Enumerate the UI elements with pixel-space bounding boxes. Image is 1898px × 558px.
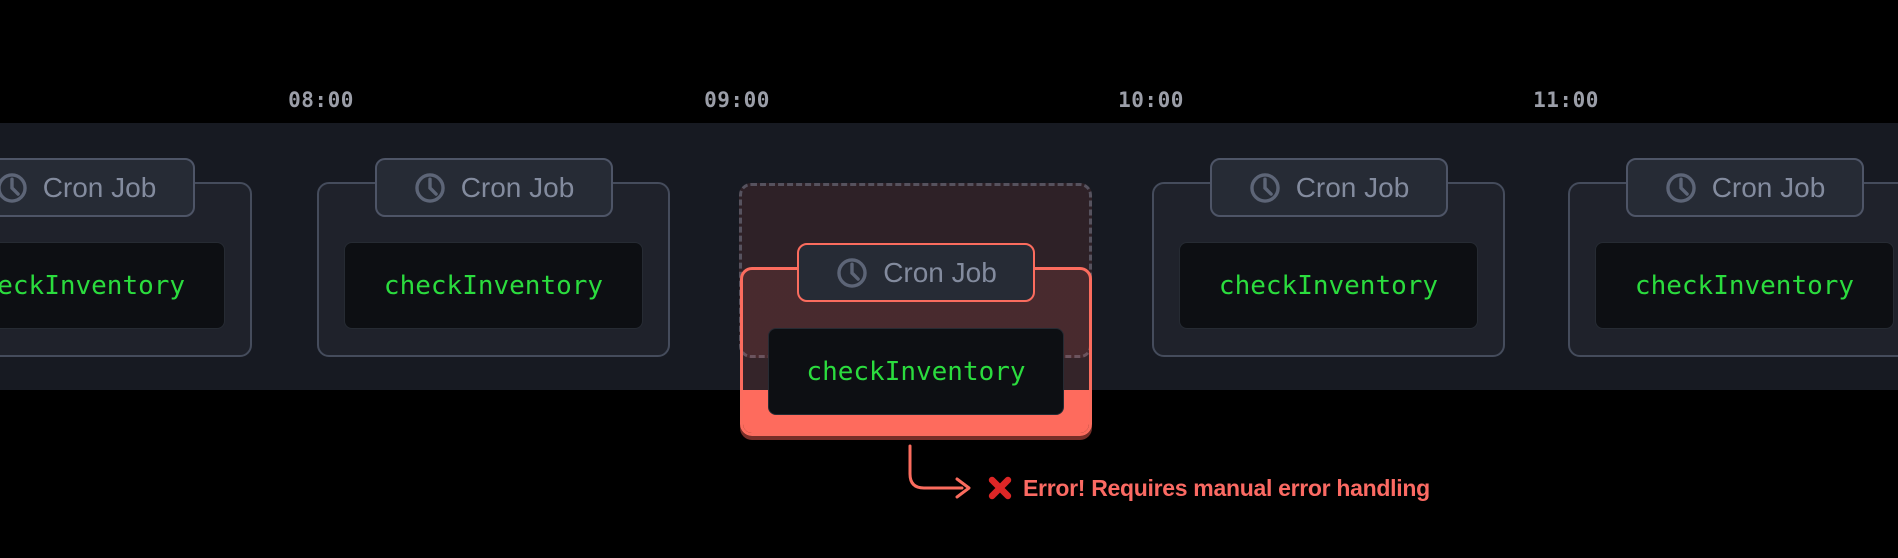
function-name-box: checkInventory <box>0 242 225 329</box>
cron-job-badge-label: Cron Job <box>883 256 997 288</box>
cron-job-badge-label: Cron Job <box>1711 171 1826 203</box>
function-name-box: checkInventory <box>1179 242 1478 329</box>
error-cross-icon <box>988 476 1012 500</box>
cron-job-card-0700: checkInventory Cron Job <box>0 158 252 358</box>
clock-icon <box>0 172 27 203</box>
cron-job-card-0900-failed: checkInventory Cron Job <box>740 243 1092 443</box>
function-name-box: checkInventory <box>768 328 1064 415</box>
function-name: checkInventory <box>0 270 186 301</box>
cron-job-card-1100: checkInventory Cron Job <box>1568 158 1898 358</box>
function-name: checkInventory <box>806 356 1026 387</box>
cron-job-badge-label: Cron Job <box>42 171 157 203</box>
time-label-1000: 10:00 <box>1118 88 1184 112</box>
clock-icon <box>837 257 867 288</box>
error-callout: Error! Requires manual error handling <box>986 474 1430 502</box>
function-name-box: checkInventory <box>1595 242 1894 329</box>
cron-job-badge: Cron Job <box>1625 158 1864 217</box>
time-label-1100: 11:00 <box>1533 88 1599 112</box>
cron-job-badge: Cron Job <box>1209 158 1448 217</box>
cron-job-badge-label: Cron Job <box>1295 171 1410 203</box>
cron-job-badge-failed: Cron Job <box>797 243 1035 302</box>
time-label-0900: 09:00 <box>704 88 770 112</box>
cron-job-badge: Cron Job <box>0 158 195 217</box>
function-name-box: checkInventory <box>344 242 643 329</box>
clock-icon <box>1665 172 1696 203</box>
cron-job-card-1000: checkInventory Cron Job <box>1152 158 1505 358</box>
function-name: checkInventory <box>383 270 604 301</box>
cron-job-badge-label: Cron Job <box>460 171 575 203</box>
clock-icon <box>1249 172 1280 203</box>
time-label-0800: 08:00 <box>288 88 354 112</box>
function-name: checkInventory <box>1634 270 1855 301</box>
cron-job-card-0800: checkInventory Cron Job <box>317 158 670 358</box>
function-name: checkInventory <box>1218 270 1439 301</box>
error-message: Error! Requires manual error handling <box>1023 474 1430 501</box>
cron-job-badge: Cron Job <box>374 158 613 217</box>
clock-icon <box>414 172 445 203</box>
